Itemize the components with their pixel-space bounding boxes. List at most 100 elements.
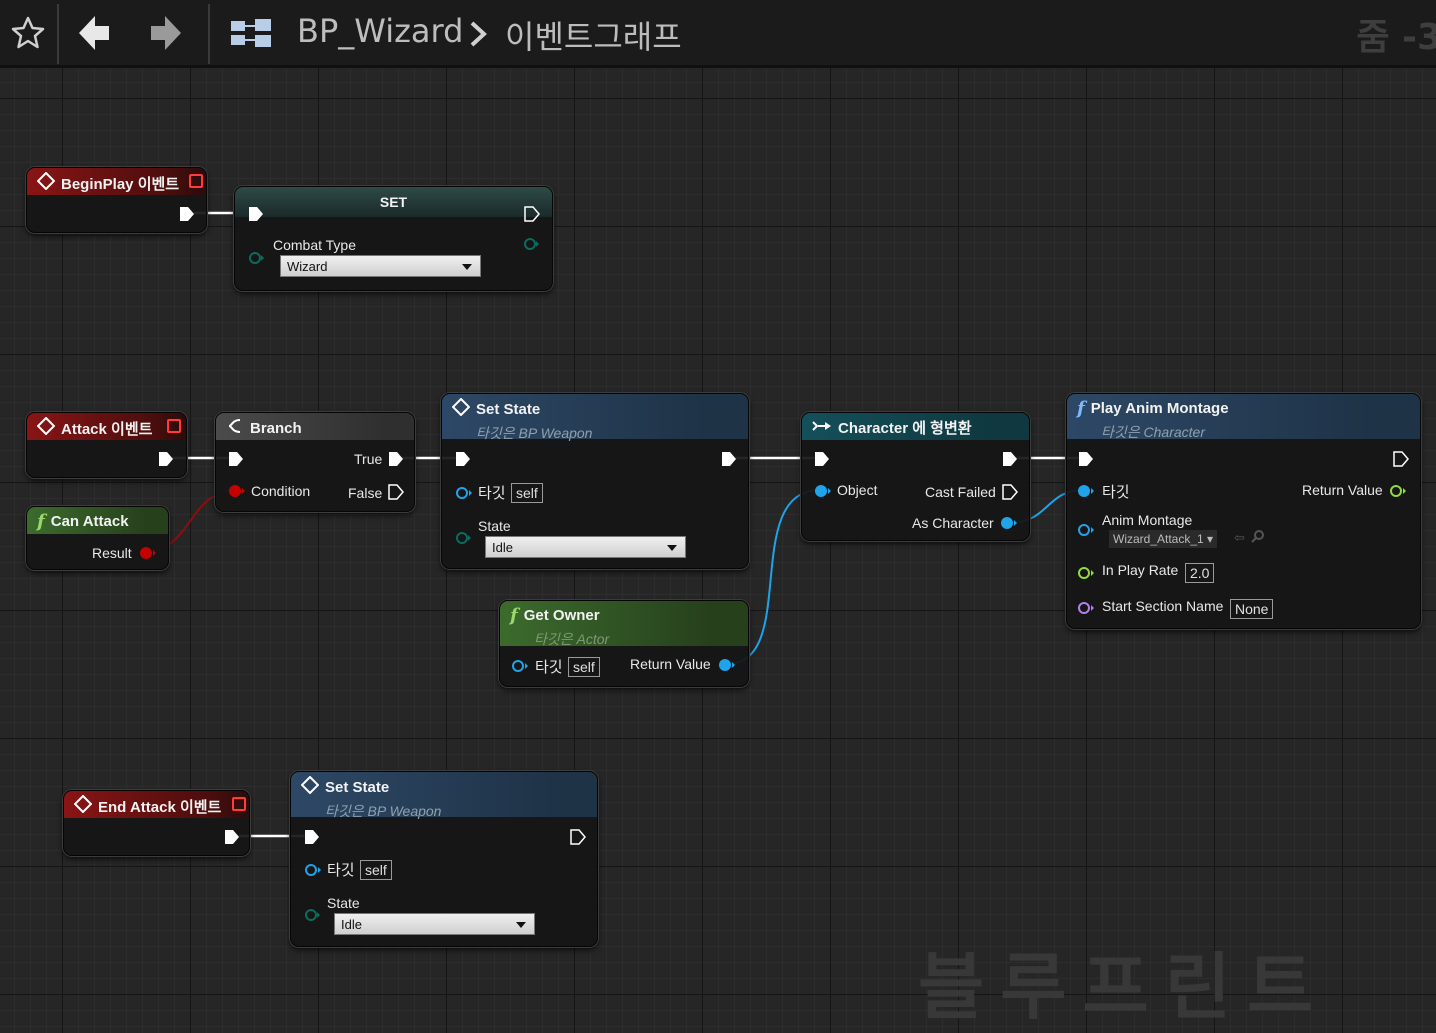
state-dropdown[interactable]: Idle — [334, 913, 535, 935]
branch-icon — [226, 417, 244, 439]
target-label: 타깃 — [1102, 484, 1130, 501]
graph-icon — [228, 8, 274, 58]
bool-in-pin[interactable] — [228, 483, 246, 499]
browse-search-icon[interactable] — [1251, 529, 1265, 548]
event-diamond-icon — [36, 171, 56, 194]
target-label: 타깃 — [327, 862, 355, 879]
dropdown-value: Idle — [341, 917, 362, 932]
chevron-right-icon — [468, 20, 488, 53]
byte-out-pin[interactable] — [523, 237, 539, 253]
var-label: Combat Type — [273, 237, 357, 253]
node-title: Get Owner — [523, 607, 600, 624]
object-in-pin[interactable] — [304, 862, 322, 878]
object-out-pin[interactable] — [1000, 515, 1020, 531]
state-dropdown[interactable]: Idle — [485, 536, 686, 558]
start-section-input[interactable]: None — [1230, 599, 1274, 619]
montage-asset-picker[interactable]: Wizard_Attack_1 ▾ — [1109, 530, 1218, 548]
exec-cast-failed-pin[interactable] — [1002, 484, 1018, 500]
breadcrumb-blueprint[interactable]: BP_Wizard — [297, 12, 464, 50]
exec-out-pin[interactable] — [1393, 451, 1409, 467]
exec-in-pin[interactable] — [304, 829, 320, 845]
toolbar: BP_Wizard 이벤트그래프 줌 -3 — [0, 0, 1436, 68]
combat-type-dropdown[interactable]: Wizard — [280, 255, 481, 277]
node-title: Character 에 형변환 — [838, 420, 972, 437]
object-in-pin[interactable] — [1077, 483, 1097, 499]
exec-in-pin[interactable] — [228, 451, 244, 467]
cast-failed-label: Cast Failed — [925, 484, 996, 500]
node-subtitle: 타깃은 BP Weapon — [325, 803, 442, 819]
use-selected-arrow-icon[interactable]: ⇦ — [1234, 530, 1245, 545]
play-rate-input[interactable]: 2.0 — [1185, 563, 1215, 583]
event-diamond-icon — [300, 775, 320, 798]
start-section-label: Start Section Name — [1102, 598, 1224, 614]
exec-out-pin[interactable] — [158, 451, 174, 467]
set-state-node-1[interactable]: Set State 타깃은 BP Weapon 타깃 self State Id… — [441, 393, 749, 569]
exec-out-pin[interactable] — [524, 206, 540, 222]
exec-out-pin[interactable] — [179, 206, 195, 222]
set-combat-type-node[interactable]: SET Combat Type Wizard — [234, 186, 553, 291]
node-title: Set State — [325, 778, 390, 796]
byte-in-pin[interactable] — [304, 908, 320, 924]
exec-in-pin[interactable] — [248, 206, 264, 222]
node-title: Set State — [476, 400, 541, 418]
float-out-pin[interactable] — [1389, 483, 1409, 499]
end-attack-event-node[interactable]: End Attack 이벤트 — [63, 790, 250, 856]
true-label: True — [354, 451, 383, 467]
back-arrow-icon[interactable] — [74, 8, 114, 58]
exec-out-pin[interactable] — [224, 829, 240, 845]
object-in-pin[interactable] — [511, 658, 529, 674]
graph-watermark: 블루프린트 — [918, 945, 1330, 1029]
function-icon: f — [37, 511, 45, 532]
exec-out-pin[interactable] — [1002, 451, 1018, 467]
byte-in-pin[interactable] — [248, 251, 264, 267]
set-state-node-2[interactable]: Set State 타깃은 BP Weapon 타깃 self State Id… — [290, 771, 598, 947]
exec-true-pin[interactable] — [388, 451, 404, 467]
delegate-pin-icon[interactable] — [189, 174, 203, 188]
false-label: False — [348, 485, 383, 501]
star-icon[interactable] — [8, 8, 48, 58]
object-in-pin[interactable] — [455, 485, 473, 501]
cast-arrow-icon — [812, 419, 832, 436]
exec-in-pin[interactable] — [1078, 451, 1094, 467]
bool-out-pin[interactable] — [139, 545, 157, 561]
function-icon: f — [510, 605, 518, 626]
node-title: Play Anim Montage — [1090, 400, 1229, 417]
chevron-down-icon — [516, 922, 526, 928]
condition-label: Condition — [251, 483, 311, 499]
delegate-pin-icon[interactable] — [232, 797, 246, 811]
cast-to-character-node[interactable]: Character 에 형변환 Object Cast Failed As Ch… — [801, 412, 1030, 541]
attack-event-node[interactable]: Attack 이벤트 — [26, 412, 187, 478]
exec-out-pin[interactable] — [721, 451, 737, 467]
target-label: 타깃 — [478, 485, 506, 502]
return-value-label: Return Value — [630, 656, 711, 672]
target-self-box[interactable]: self — [360, 860, 392, 880]
exec-out-pin[interactable] — [570, 829, 586, 845]
forward-arrow-icon[interactable] — [146, 8, 186, 58]
object-out-pin[interactable] — [718, 657, 738, 673]
event-diamond-icon — [451, 397, 471, 420]
as-character-label: As Character — [912, 515, 994, 531]
float-in-pin[interactable] — [1077, 565, 1097, 581]
event-diamond-icon — [36, 416, 56, 439]
name-in-pin[interactable] — [1077, 600, 1097, 616]
result-label: Result — [92, 545, 132, 561]
node-title: Branch — [250, 419, 302, 437]
byte-in-pin[interactable] — [455, 531, 471, 547]
exec-in-pin[interactable] — [455, 451, 471, 467]
branch-node[interactable]: Branch True Condition False — [215, 412, 415, 512]
target-self-box[interactable]: self — [511, 483, 543, 503]
target-self-box[interactable]: self — [568, 657, 600, 677]
breadcrumb-graph[interactable]: 이벤트그래프 — [505, 18, 682, 56]
delegate-pin-icon[interactable] — [167, 419, 181, 433]
object-in-pin[interactable] — [814, 483, 834, 499]
node-title: SET — [379, 194, 408, 210]
exec-in-pin[interactable] — [814, 451, 830, 467]
target-label: 타깃 — [535, 659, 563, 676]
montage-in-pin[interactable] — [1077, 522, 1097, 538]
exec-false-pin[interactable] — [388, 484, 404, 500]
beginplay-event-node[interactable]: BeginPlay 이벤트 — [26, 167, 207, 233]
chevron-down-icon — [462, 264, 472, 270]
